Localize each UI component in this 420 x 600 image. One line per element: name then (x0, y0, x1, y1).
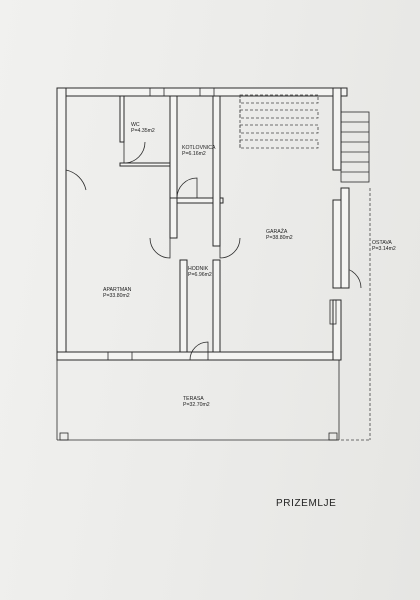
room-name-hodnik: HODNIK (188, 266, 209, 272)
garage-ramps (239, 94, 319, 149)
exterior-stairs (340, 111, 370, 183)
interior-walls (119, 95, 224, 353)
room-area-wc: P=4.35m2 (131, 128, 155, 134)
room-name-kotlovnica: KOTLOVNICA (182, 145, 216, 151)
room-name-garaza: GARAŽA (266, 227, 288, 235)
doors (65, 141, 362, 361)
room-area-ostava: P=3.14m2 (372, 246, 396, 252)
room-area-garaza: P=38.80m2 (266, 235, 293, 241)
room-area-apartman: P=33.80m2 (103, 293, 130, 299)
floor-title: PRIZEMLJE (276, 498, 337, 509)
room-name-wc: WC (131, 122, 140, 128)
storage-outline (340, 187, 371, 441)
room-area-kotlovnica: P=6.16m2 (182, 151, 206, 157)
room-name-terasa: TERASA (183, 396, 204, 402)
windows (107, 87, 337, 361)
room-name-apartman: APARTMAN (103, 287, 132, 293)
room-name-ostava: OSTAVA (372, 240, 392, 246)
room-area-terasa: P=32.70m2 (183, 402, 210, 408)
terrace-outline (56, 360, 340, 441)
room-area-hodnik: P=6.96m2 (188, 272, 212, 278)
exterior-walls (56, 87, 348, 361)
room-labels: WC P=4.35m2 KOTLOVNICA P=6.16m2 GARAŽA P… (103, 122, 396, 408)
